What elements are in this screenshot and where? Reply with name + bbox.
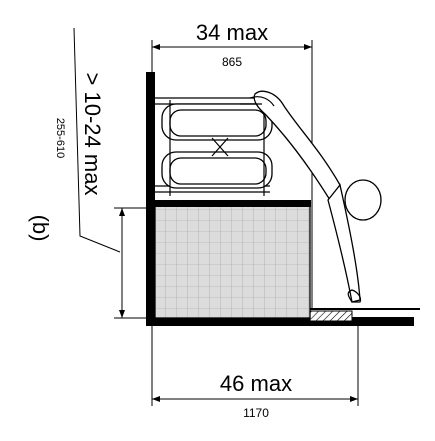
floor xyxy=(146,317,414,326)
leader-line xyxy=(73,27,121,253)
left-dimension xyxy=(114,207,156,319)
toe-clearance xyxy=(309,310,353,322)
height-dimension-metric: 255-610 xyxy=(54,118,66,158)
reaching-arm xyxy=(240,90,382,303)
top-dimension-label: 34 max xyxy=(196,20,268,45)
top-dimension: 34 max 865 xyxy=(151,20,313,310)
figure-letter: (b) xyxy=(28,215,53,242)
base-cabinet xyxy=(154,205,311,319)
wall xyxy=(146,72,155,326)
upper-storage xyxy=(155,97,273,196)
counter-top xyxy=(155,200,311,207)
height-dimension-label: > 10-24 max xyxy=(80,73,105,196)
top-dimension-metric: 865 xyxy=(222,55,242,69)
height-dimension-labels: > 10-24 max 255-610 (b) xyxy=(28,27,121,253)
person-head xyxy=(344,179,382,221)
bottom-dimension-label: 46 max xyxy=(220,371,292,396)
bottom-dimension-metric: 1170 xyxy=(243,406,269,420)
bottom-dimension: 46 max 1170 xyxy=(151,326,359,420)
